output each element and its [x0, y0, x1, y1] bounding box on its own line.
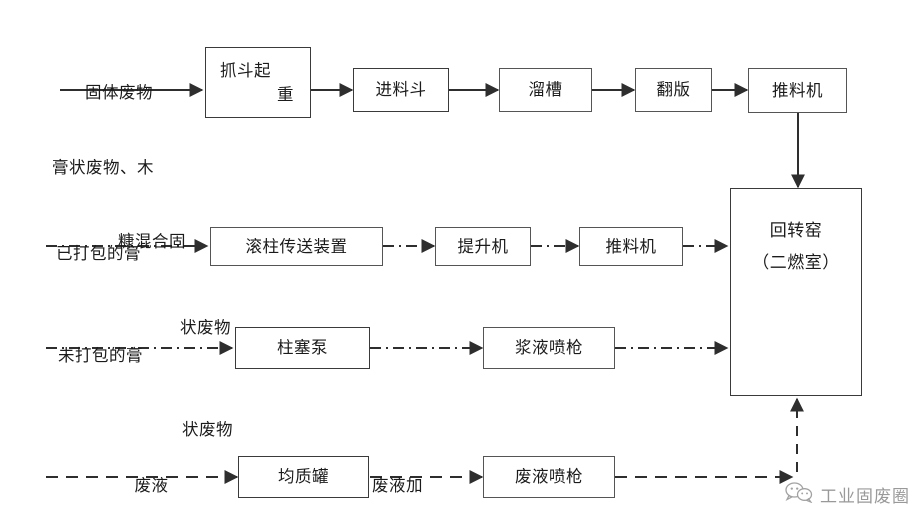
node-homogenizing-tank[interactable]: 均质罐: [238, 456, 369, 498]
node-roller-conveyor[interactable]: 滚柱传送装置: [210, 227, 383, 266]
node-roller-conveyor-label: 滚柱传送装置: [245, 236, 348, 256]
node-pusher-mid[interactable]: 推料机: [579, 227, 683, 266]
node-homogenizing-tank-label: 均质罐: [278, 467, 329, 487]
node-feed-hopper[interactable]: 进料斗: [353, 68, 449, 112]
row2-input-label-line2: 状废物: [180, 317, 231, 337]
node-plunger-pump-label: 柱塞泵: [277, 338, 328, 358]
node-rotary-kiln[interactable]: 回转窑 （二燃室）: [730, 188, 862, 396]
node-flip-plate[interactable]: 翻版: [635, 68, 712, 112]
row3-input-label-line2: 状废物: [182, 419, 233, 439]
node-pusher-mid-label: 推料机: [605, 236, 657, 256]
watermark: 工业固废圈: [784, 481, 910, 507]
row1-input-label-line3: 糠混合固: [118, 231, 186, 251]
node-grab-crane-line2: 重: [277, 84, 294, 104]
node-pusher-top[interactable]: 推料机: [748, 68, 847, 113]
node-elevator-label: 提升机: [457, 236, 509, 256]
row1-input-label: 固体废物: [62, 56, 242, 130]
node-pusher-top-label: 推料机: [772, 80, 823, 100]
watermark-text: 工业固废圈: [820, 486, 910, 507]
node-feed-hopper-label: 进料斗: [375, 80, 427, 100]
node-rotary-kiln-line1: 回转窑: [769, 221, 823, 241]
row3-input-label-line1: 未打包的膏: [58, 345, 143, 365]
row1-input-label-line2: 膏状废物、木: [52, 157, 154, 177]
wechat-logo-icon: [784, 481, 814, 507]
node-chute-label: 溜槽: [528, 80, 563, 100]
row1-input-label-line1: 固体废物: [84, 82, 153, 102]
row4-input-label-text: 废液: [134, 475, 169, 495]
node-grab-crane[interactable]: 抓斗起 重: [205, 47, 311, 118]
row1-input-label-sub: 膏状废物、木 糠混合固: [52, 106, 252, 304]
node-elevator[interactable]: 提升机: [435, 227, 531, 266]
node-slurry-lance[interactable]: 浆液喷枪: [483, 327, 615, 369]
node-grab-crane-line1: 抓斗起: [220, 60, 271, 80]
row2-input-label-line1: 已打包的膏: [56, 243, 141, 263]
row4-mid-label-line1: 废液加: [372, 475, 423, 495]
row2-input-label: 已打包的膏 状废物: [56, 192, 231, 390]
node-rotary-kiln-line2: （二燃室）: [752, 253, 840, 274]
node-plunger-pump[interactable]: 柱塞泵: [235, 327, 370, 369]
row4-input-label: 废液: [95, 449, 185, 515]
node-flip-plate-label: 翻版: [656, 80, 691, 100]
node-slurry-lance-label: 浆液喷枪: [515, 338, 583, 358]
node-waste-liquid-lance[interactable]: 废液喷枪: [483, 456, 615, 498]
row4-mid-label: 废液加 压: [372, 424, 464, 515]
node-waste-liquid-lance-label: 废液喷枪: [515, 467, 583, 487]
node-chute[interactable]: 溜槽: [499, 68, 592, 112]
row3-input-label: 未打包的膏 状废物: [58, 294, 233, 492]
